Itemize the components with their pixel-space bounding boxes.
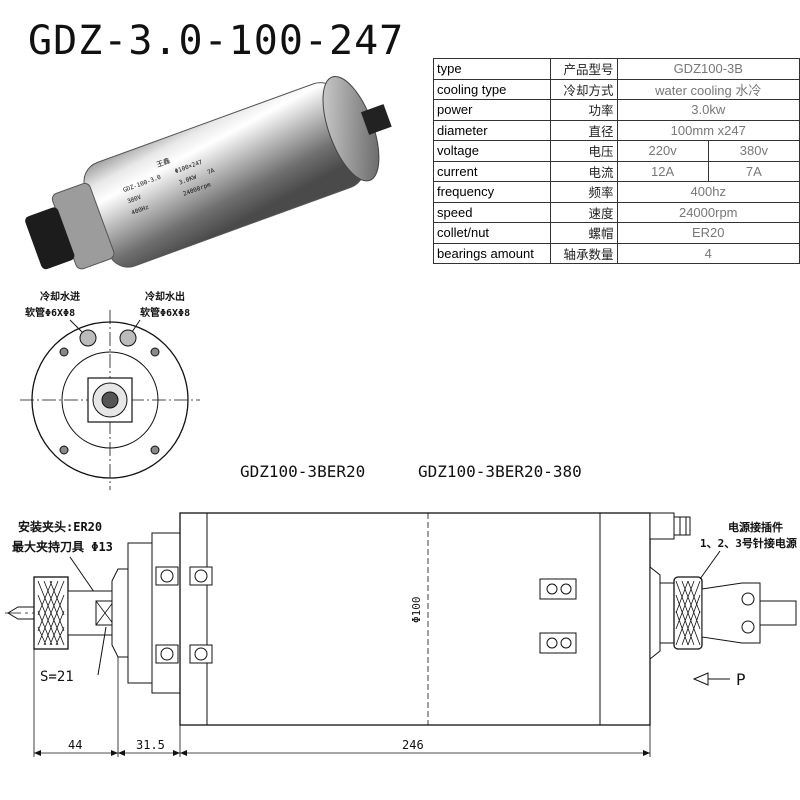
model-label-er20-380: GDZ100-3BER20-380 [418, 462, 582, 481]
wrench-size-label: S=21 [40, 669, 74, 685]
spec-row-bearings: bearings amount 轴承数量 4 [432, 242, 800, 264]
model-labels: GDZ100-3BER20 GDZ100-3BER20-380 [240, 462, 582, 481]
spec-value-12a: 12A [616, 160, 709, 182]
spec-label: frequency [432, 181, 552, 203]
spec-row-collet: collet/nut 螺帽 ER20 [432, 222, 800, 244]
spec-label-zh: 电流 [550, 160, 618, 182]
connector-tail [759, 600, 797, 626]
side-view-drawing: 安装夹头:ER20 最大夹持刀具 Φ13 S=21 Φ100 电 [5, 512, 797, 757]
connector-screw-2 [741, 620, 755, 634]
spec-value-220: 220v [616, 140, 709, 162]
nut-knurl [37, 580, 65, 646]
spec-label: voltage [432, 140, 552, 162]
collet-nut [25, 207, 75, 270]
bearing-rear-bottom [539, 632, 577, 654]
spindle-connector [360, 104, 392, 135]
water-port-out [119, 329, 137, 347]
bolt-hole-4 [150, 445, 160, 455]
model-label-er20: GDZ100-3BER20 [240, 462, 365, 481]
spec-label-zh: 频率 [550, 181, 618, 203]
spec-value: 24000rpm [616, 201, 800, 223]
front-flange-1 [127, 542, 153, 684]
spec-row-type: type 产品型号 GDZ100-3B [432, 58, 800, 80]
spec-value: 3.0kw [616, 99, 800, 121]
bolt-hole-3 [59, 445, 69, 455]
water-in-hose-label: 软管Φ6XΦ8 [25, 306, 75, 319]
water-out-label: 冷却水出 [145, 290, 185, 303]
water-in-label: 冷却水进 [40, 290, 80, 303]
water-out-hose-label: 软管Φ6XΦ8 [140, 306, 190, 319]
rear-connector-base [659, 582, 675, 644]
spec-label-zh: 产品型号 [550, 58, 618, 80]
spec-label: type [432, 58, 552, 80]
bolt-hole-2 [150, 347, 160, 357]
water-port-in [79, 329, 97, 347]
spec-label-zh: 速度 [550, 201, 618, 223]
spec-row-cooling: cooling type 冷却方式 water cooling 水冷 [432, 78, 800, 100]
spec-label-zh: 冷却方式 [550, 78, 618, 100]
spec-label: bearings amount [432, 242, 552, 264]
bearing-front-top [155, 566, 213, 586]
diagram-title: GDZ-3.0-100-247 [28, 18, 405, 64]
spec-row-frequency: frequency 频率 400hz [432, 181, 800, 203]
dim-246-label: 246 [402, 738, 424, 752]
spec-value: water cooling 水冷 [616, 78, 800, 100]
connector-plug [701, 582, 761, 644]
spec-row-power: power 功率 3.0kw [432, 99, 800, 121]
spec-value: 100mm x247 [616, 119, 800, 141]
connector-leader-line [699, 550, 721, 580]
connector-knurl [675, 580, 701, 646]
spec-value: ER20 [616, 222, 800, 244]
dim-31-5-label: 31.5 [136, 738, 165, 752]
spec-label-zh: 轴承数量 [550, 242, 618, 264]
spec-label-zh: 功率 [550, 99, 618, 121]
spec-label-zh: 电压 [550, 140, 618, 162]
spec-row-voltage: voltage 电压 220v 380v [432, 140, 800, 162]
spec-label: cooling type [432, 78, 552, 100]
rear-cap [649, 565, 661, 661]
collet-label: 安装夹头:ER20 [18, 519, 102, 534]
front-taper [111, 568, 129, 658]
spindle-label-line5: 7A [206, 167, 216, 176]
spec-table: type 产品型号 GDZ100-3B cooling type 冷却方式 wa… [432, 58, 800, 264]
bearing-front-bottom [155, 644, 213, 664]
connector-screw-1 [741, 592, 755, 606]
rear-water-fitting-detail [674, 516, 691, 536]
bolt-hole-1 [59, 347, 69, 357]
spec-row-diameter: diameter 直径 100mm x247 [432, 119, 800, 141]
spec-label: speed [432, 201, 552, 223]
spec-label-zh: 螺帽 [550, 222, 618, 244]
front-flange-2 [151, 532, 181, 694]
spec-label: diameter [432, 119, 552, 141]
connector-label-2: 1、2、3号针接电源 [700, 536, 797, 550]
front-connector-core [101, 391, 119, 409]
diameter-label: Φ100 [410, 597, 423, 624]
spec-value-7a: 7A [707, 160, 800, 182]
spec-value: 400hz [616, 181, 800, 203]
spec-label: current [432, 160, 552, 182]
spindle-photo: 王鑫 GDZ-100-3.0 Φ100×247 380V 3.0KW 7A 40… [25, 75, 392, 270]
spindle-label-line3: 380V [126, 194, 142, 206]
spec-row-current: current 电流 12A 7A [432, 160, 800, 182]
main-body [179, 512, 651, 726]
connector-label-1: 电源接插件 [728, 520, 783, 534]
max-tool-label: 最大夹持刀具 Φ13 [12, 539, 113, 554]
spec-value: GDZ100-3B [616, 58, 800, 80]
front-view-drawing: 冷却水进 软管Φ6XΦ8 冷却水出 软管Φ6XΦ8 [20, 290, 200, 490]
view-arrow-head [692, 672, 709, 686]
view-arrow-label: P [736, 670, 746, 689]
bearing-rear-top [539, 578, 577, 600]
spec-value: 4 [616, 242, 800, 264]
spec-label: collet/nut [432, 222, 552, 244]
spec-label: power [432, 99, 552, 121]
dim-44-label: 44 [68, 738, 82, 752]
wrench-leader-line [97, 626, 107, 676]
spec-row-speed: speed 速度 24000rpm [432, 201, 800, 223]
wrench-flat-x [95, 600, 115, 626]
spec-value-380: 380v [707, 140, 800, 162]
rear-water-fitting [649, 512, 675, 540]
spec-label-zh: 直径 [550, 119, 618, 141]
